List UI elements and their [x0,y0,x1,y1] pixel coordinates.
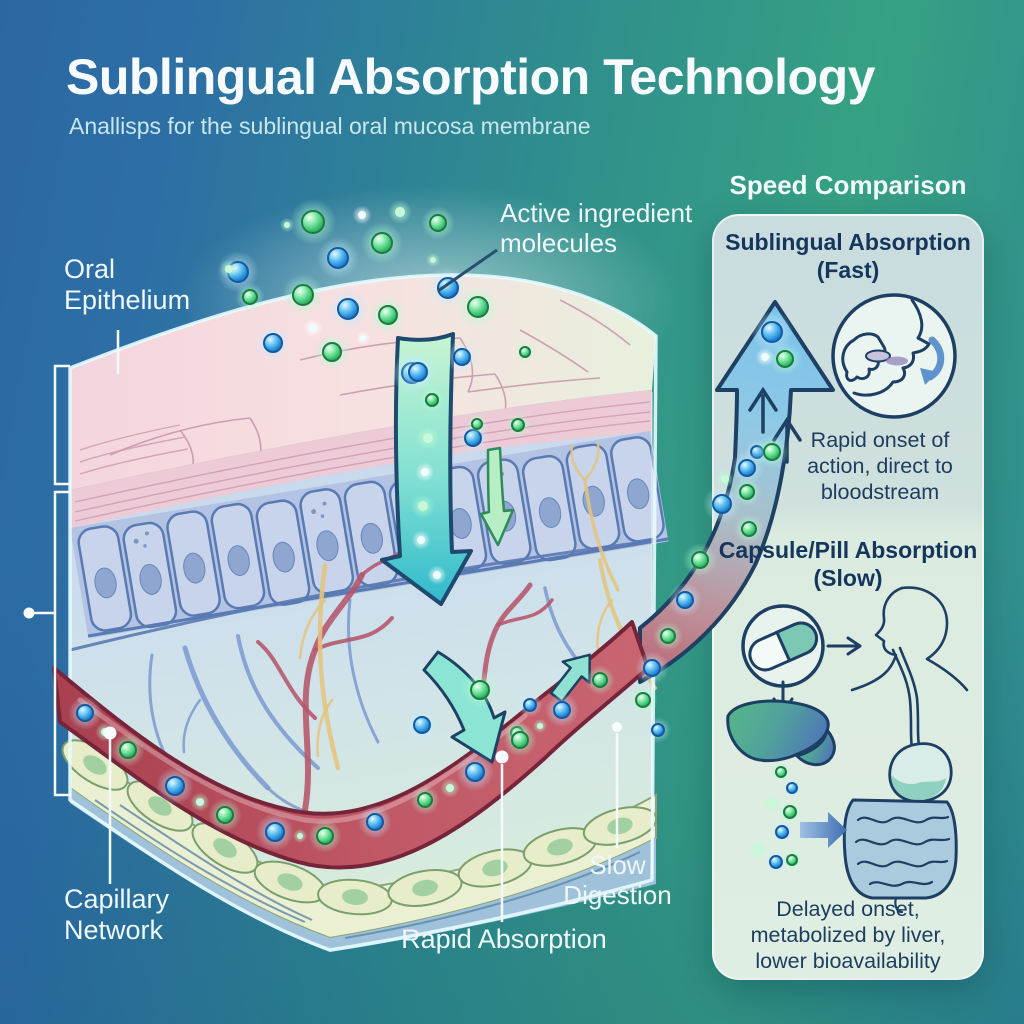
vessel-flow-arrow-icon [549,653,591,703]
penetration-down-arrow-icon [380,332,473,606]
slow-section-qualifier: (Slow) [813,565,883,591]
page-title: Sublingual Absorption Technology [66,49,875,105]
slow-section-description: Delayed onset, metabolized by liver, low… [750,897,946,973]
label-leader-lines [30,330,619,922]
slow-digestion-label: Slow Digestion [563,850,672,911]
speed-comparison-title: Speed Comparison [729,170,967,200]
surface-cell-outlines [109,299,631,479]
keratin-striations [74,401,651,522]
active-ingredient-label: Active ingredient molecules [500,198,693,259]
capillary-vessel [52,620,650,870]
keratin-layer [70,390,652,528]
fast-section-description: Rapid onset of action, direct to bloodst… [807,428,953,504]
slow-section-heading: Capsule/Pill Absorption [718,537,978,563]
fast-section-qualifier: (Fast) [816,257,880,283]
oral-epithelium-label: Oral Epithelium [64,254,191,316]
capillary-branch-network [148,442,657,814]
speed-comparison-panel [712,214,984,980]
page-subtitle: Anallisps for the sublingual oral mucosa… [69,113,591,139]
fast-section-heading: Sublingual Absorption [725,229,971,255]
basement-membrane [69,539,653,652]
diffusion-small-arrow-icon [479,446,515,547]
lamina-bracket [53,490,70,797]
capillary-network-label: Capillary Network [64,884,170,946]
block-glass-outline [68,273,658,952]
leader-dots [23,607,622,764]
rapid-absorption-label: Rapid Absorption [401,924,607,954]
epithelium-bracket [53,364,70,486]
absorption-curved-arrow-icon [422,650,507,764]
active-ingredient-leader [437,248,498,293]
epithelium-cell-row [70,430,669,639]
